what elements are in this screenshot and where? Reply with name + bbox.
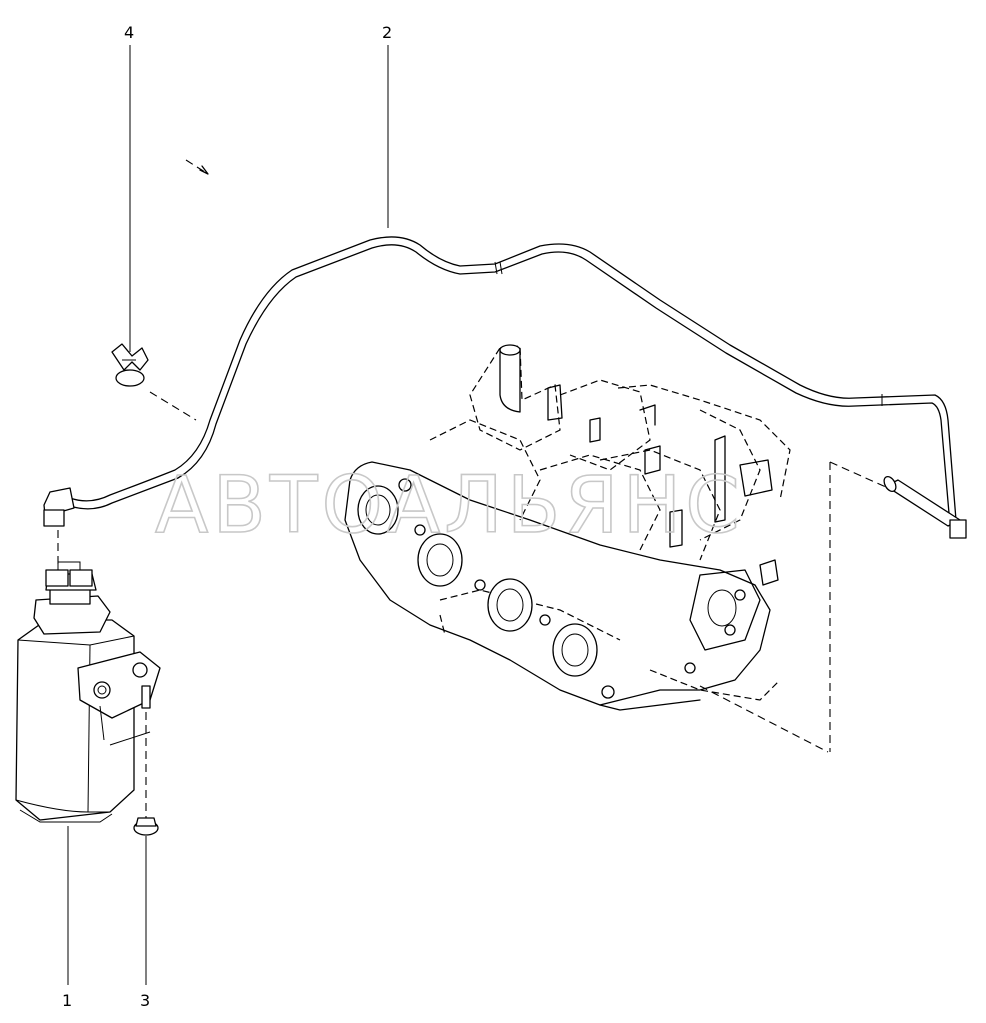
callout-2: 2 — [382, 23, 392, 42]
leader-lines — [67, 45, 389, 985]
hose-clip — [111, 343, 149, 387]
charcoal-canister — [15, 561, 161, 823]
callout-3: 3 — [140, 991, 150, 1010]
callout-4: 4 — [124, 23, 134, 42]
vapor-hose — [43, 236, 967, 539]
callout-1: 1 — [62, 991, 72, 1010]
nut — [133, 685, 159, 836]
assembly-guides — [57, 159, 889, 818]
intake-manifold — [344, 344, 791, 711]
watermark-text: АВТОАЛЬЯНС — [155, 461, 744, 551]
